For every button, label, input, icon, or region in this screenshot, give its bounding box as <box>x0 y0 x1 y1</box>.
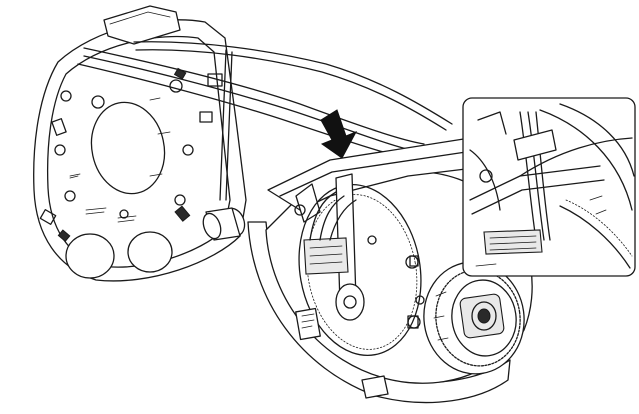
arrow-down-icon <box>320 109 358 159</box>
camera-lens <box>423 261 525 375</box>
detail-inset <box>462 97 636 277</box>
mounting-bracket <box>33 5 247 282</box>
